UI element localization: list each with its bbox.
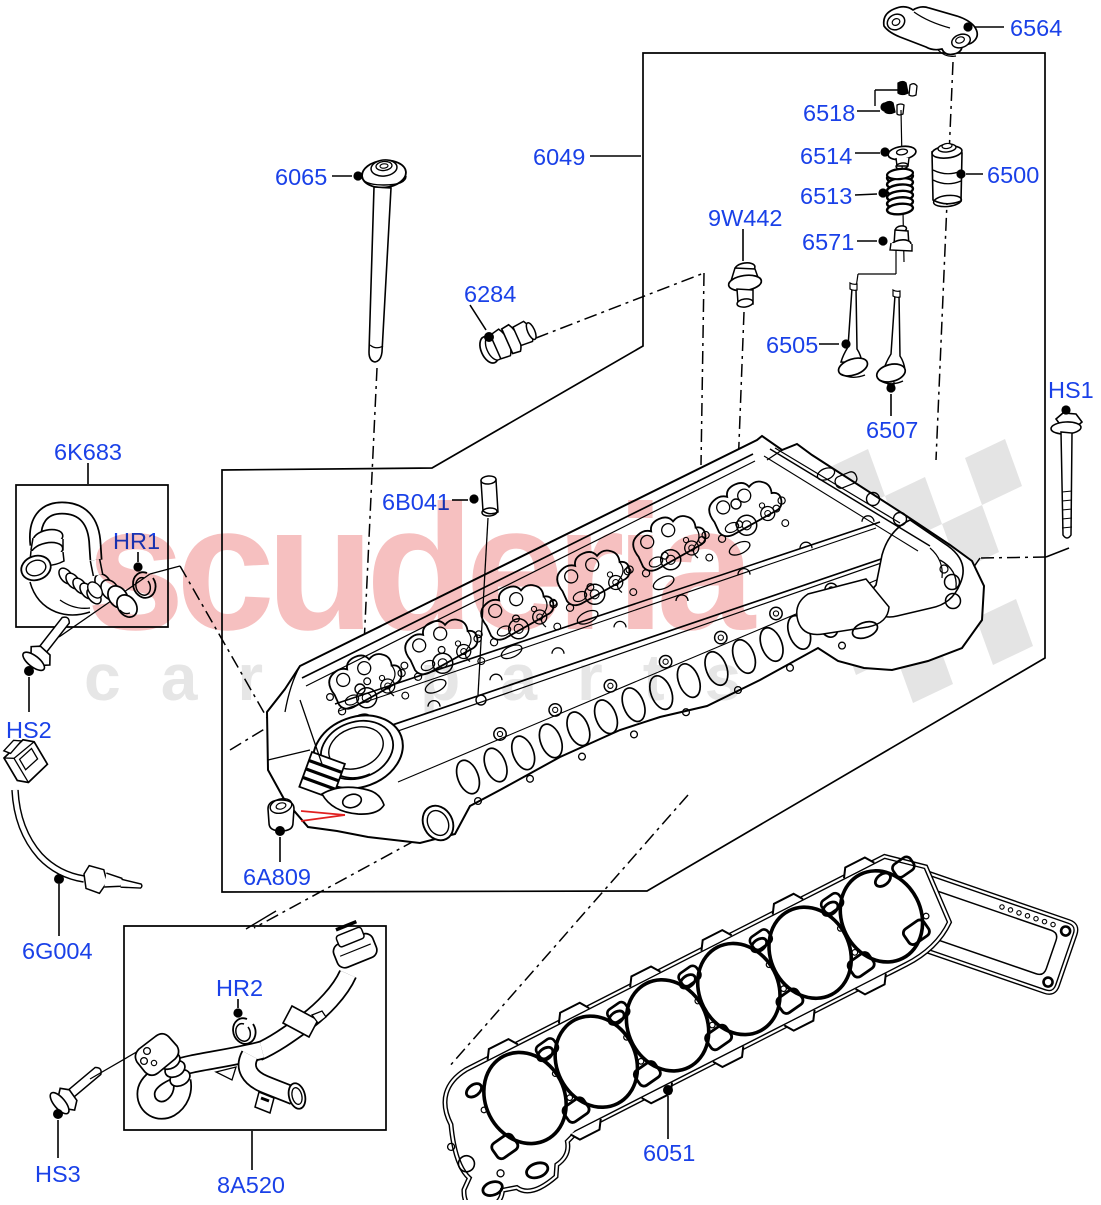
svg-text:6A809: 6A809 (243, 864, 311, 890)
svg-text:6065: 6065 (275, 164, 327, 190)
svg-text:6G004: 6G004 (22, 938, 93, 964)
svg-text:6513: 6513 (800, 183, 852, 209)
svg-text:6284: 6284 (464, 281, 516, 307)
svg-text:parts: parts (420, 640, 781, 714)
svg-text:6500: 6500 (987, 162, 1039, 188)
svg-text:6B041: 6B041 (382, 489, 450, 515)
svg-text:HS2: HS2 (6, 717, 52, 743)
svg-text:8A520: 8A520 (217, 1172, 285, 1198)
svg-text:HS1: HS1 (1048, 377, 1094, 403)
svg-text:HR2: HR2 (216, 975, 263, 1001)
svg-text:car: car (84, 640, 303, 714)
svg-text:6564: 6564 (1010, 15, 1062, 41)
svg-text:HS3: HS3 (35, 1161, 81, 1187)
svg-text:6507: 6507 (866, 417, 918, 443)
svg-text:6049: 6049 (533, 144, 585, 170)
svg-text:6518: 6518 (803, 100, 855, 126)
svg-text:6051: 6051 (643, 1140, 695, 1166)
svg-text:6514: 6514 (800, 143, 852, 169)
svg-text:scuderia: scuderia (86, 468, 757, 667)
svg-text:6K683: 6K683 (54, 439, 122, 465)
svg-text:6505: 6505 (766, 332, 818, 358)
svg-text:9W442: 9W442 (708, 205, 782, 231)
svg-text:6571: 6571 (802, 229, 854, 255)
svg-text:HR1: HR1 (113, 528, 160, 554)
